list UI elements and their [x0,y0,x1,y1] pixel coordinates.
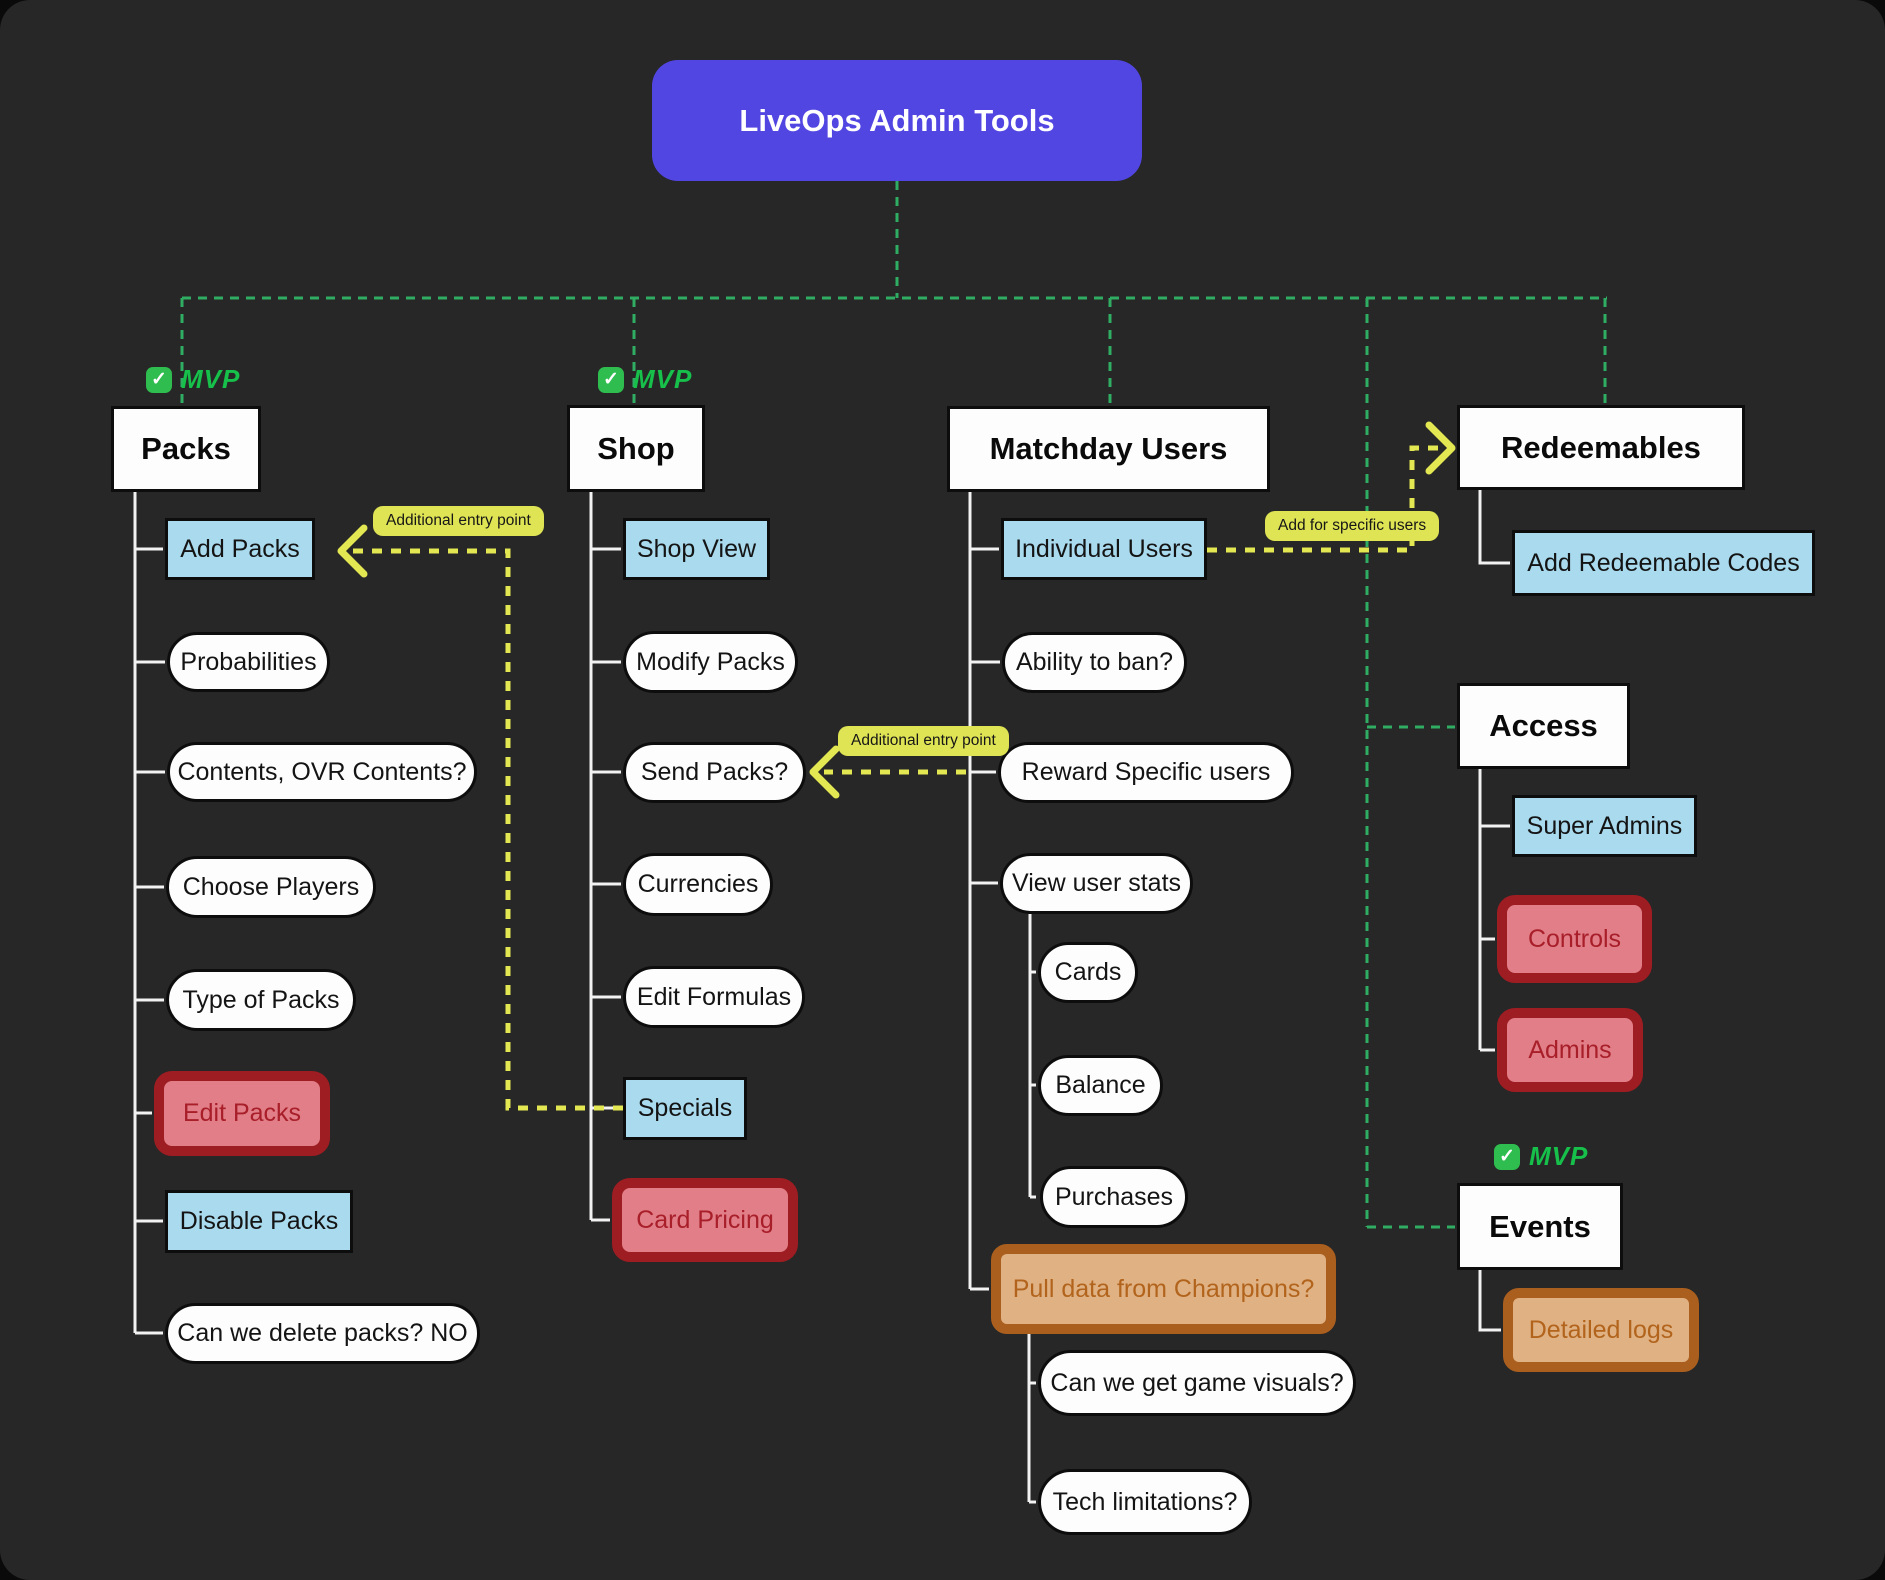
node-detailed-logs[interactable]: Detailed logs [1503,1288,1699,1372]
node-add-redeemable-codes[interactable]: Add Redeemable Codes [1512,530,1815,596]
note-label-add-packs[interactable]: Additional entry point [373,506,544,536]
node-disable-packs[interactable]: Disable Packs [165,1190,353,1253]
arrowhead-redeemables [1425,421,1456,475]
node-card-pricing[interactable]: Card Pricing [612,1178,798,1262]
node-admins[interactable]: Admins [1497,1008,1643,1092]
node-matchday-users[interactable]: Matchday Users [947,406,1270,492]
node-view-user-stats[interactable]: View user stats [1000,853,1193,914]
mvp-badge-shop[interactable]: ✓ MVP [598,364,693,394]
tree-view-user-stats [1028,914,1036,1199]
mvp-label: MVP [1529,1141,1589,1171]
node-packs[interactable]: Packs [111,406,261,492]
node-controls[interactable]: Controls [1497,895,1652,983]
node-specials[interactable]: Specials [623,1077,747,1140]
mvp-badge-packs[interactable]: ✓ MVP [146,364,241,394]
tree-events [1478,1270,1501,1332]
node-ability-to-ban[interactable]: Ability to ban? [1002,632,1187,693]
checkbox-checked-icon: ✓ [598,366,624,393]
mvp-label: MVP [181,364,241,394]
mvp-label: MVP [633,364,693,394]
node-individual-users[interactable]: Individual Users [1001,518,1207,580]
node-send-packs[interactable]: Send Packs? [623,742,806,803]
node-purchases[interactable]: Purchases [1040,1166,1188,1228]
node-currencies[interactable]: Currencies [623,853,773,916]
note-label-redeemables[interactable]: Add for specific users [1265,511,1440,541]
node-probabilities[interactable]: Probabilities [167,632,330,692]
node-pull-data-from-champions[interactable]: Pull data from Champions? [991,1244,1336,1334]
node-reward-specific-users[interactable]: Reward Specific users [998,742,1294,803]
arrowhead-add-packs [337,524,368,578]
node-edit-formulas[interactable]: Edit Formulas [623,966,805,1028]
node-cards[interactable]: Cards [1038,942,1138,1003]
node-type-of-packs[interactable]: Type of Packs [166,969,356,1031]
tree-redeemables [1478,490,1510,565]
node-modify-packs[interactable]: Modify Packs [623,631,798,693]
node-shop[interactable]: Shop [567,405,705,492]
tree-shop [589,492,621,1222]
checkbox-checked-icon: ✓ [146,366,172,393]
node-events[interactable]: Events [1457,1183,1623,1270]
tree-packs [133,492,165,1335]
node-access[interactable]: Access [1457,683,1630,769]
node-super-admins[interactable]: Super Admins [1512,795,1697,857]
node-edit-packs[interactable]: Edit Packs [154,1071,330,1156]
mvp-badge-events[interactable]: ✓ MVP [1494,1141,1589,1171]
tree-matchday [968,492,1000,1291]
node-choose-players[interactable]: Choose Players [166,856,376,918]
node-balance[interactable]: Balance [1038,1055,1163,1116]
node-shop-view[interactable]: Shop View [623,518,770,580]
node-tech-limitations[interactable]: Tech limitations? [1038,1469,1252,1535]
node-can-we-delete-packs[interactable]: Can we delete packs? NO [165,1303,480,1364]
note-label-send-packs[interactable]: Additional entry point [838,726,1009,756]
tree-access [1478,769,1510,1052]
link-individual-users-to-redeemables [1207,445,1445,553]
checkbox-checked-icon: ✓ [1494,1143,1520,1170]
node-can-we-get-game-visuals[interactable]: Can we get game visuals? [1038,1350,1356,1416]
node-redeemables[interactable]: Redeemables [1457,405,1745,490]
node-contents-ovr[interactable]: Contents, OVR Contents? [167,742,477,802]
page-title[interactable]: LiveOps Admin Tools [652,60,1142,181]
arrowhead-send-packs [809,745,840,799]
node-add-packs[interactable]: Add Packs [165,518,315,580]
link-specials-to-add-packs [352,548,623,1111]
tree-pull-data [1027,1334,1036,1504]
